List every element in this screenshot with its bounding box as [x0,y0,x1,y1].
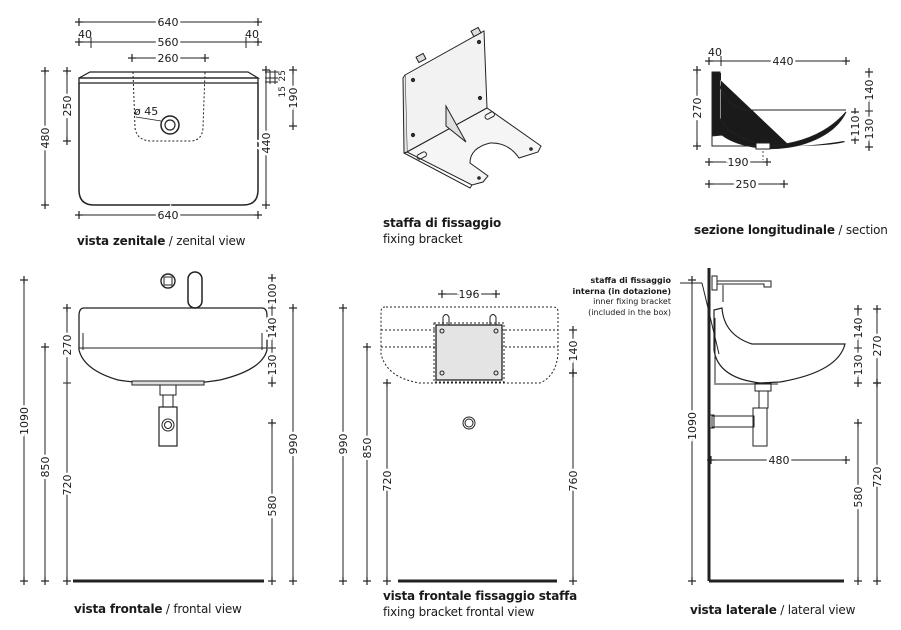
note-line: (included in the box) [588,307,671,317]
dim-label: 440 [773,55,794,68]
dim-label: 100 [266,284,279,305]
bracket-plate [435,324,503,381]
dim-label: 640 [158,16,179,29]
dim-label: 850 [361,438,374,459]
caption-en: zenital view [176,234,246,248]
dim-label: 850 [39,457,52,478]
caption-separator: / [165,234,177,248]
dim-label: 40 [78,28,92,41]
caption-en: section [845,223,888,237]
dim-label: 480 [39,128,52,149]
dim-label: 140 [266,318,279,339]
dim-label: 720 [381,471,394,492]
dim-label: 196 [459,288,480,301]
bracket-frontal-drawing [339,290,577,585]
dim-label: 1090 [18,407,31,435]
caption-en: fixing bracket [383,232,463,246]
dim-label: 560 [158,36,179,49]
dim-label: 190 [287,88,300,109]
fixing-bracket-drawing [402,26,542,189]
dim-label: 640 [158,209,179,222]
dim-label: 1090 [686,412,699,440]
dim-label: 990 [337,434,350,455]
caption-separator: / [162,602,174,616]
caption-it: staffa di fissaggio [383,216,502,230]
caption-it: vista zenitale [77,234,166,248]
dim-label: 270 [691,98,704,119]
dim-label: 270 [61,335,74,356]
caption-it: vista frontale [74,602,163,616]
caption-bracket: staffa di fissaggio fixing bracket [383,215,501,247]
caption-separator: / [834,223,846,237]
caption-it: vista laterale [690,603,777,617]
dim-label: 130 [852,355,865,376]
note-line: staffa di fissaggio [590,276,671,285]
mixer-knob [160,273,176,289]
dim-label: 40 [708,46,722,59]
dim-label: 40 [245,28,259,41]
caption-lateral: vista laterale / lateral view [690,602,855,618]
dim-label: 130 [863,119,876,140]
dim-label: 140 [852,318,865,339]
caption-en: frontal view [173,602,242,616]
note-line: interna (in dotazione) [572,286,671,296]
dim-label: 990 [287,434,300,455]
caption-it: sezione longitudinale [694,223,835,237]
lateral-drawing [680,268,881,585]
dim-label: 25 [278,70,288,81]
dim-label: 440 [260,133,273,154]
caption-separator: / [776,603,788,617]
dim-label: 130 [266,355,279,376]
dim-label: 720 [61,475,74,496]
dim-label: 250 [61,96,74,117]
note-line: inner fixing bracket [593,297,671,306]
caption-frontal: vista frontale / frontal view [74,601,242,617]
dim-label: 260 [158,52,179,65]
dim-label: 15 [278,86,288,97]
dim-label: 190 [728,156,749,169]
drain-hole [160,115,180,135]
caption-zenital: vista zenitale / zenital view [77,233,245,249]
basin-outline [78,77,259,84]
basin-outline-top [78,71,261,79]
dim-label: 580 [852,487,865,508]
dim-label: 250 [736,178,757,191]
dim-label: 720 [871,467,884,488]
frontal-drawing [20,271,297,585]
caption-en: lateral view [787,603,856,617]
dim-label: 140 [567,341,580,362]
dim-label: ø 45 [134,105,158,118]
caption-en: fixing bracket frontal view [383,605,535,619]
zenital-view [41,18,297,219]
bracket-note: staffa di fissaggio interna (in dotazion… [572,276,671,318]
section-drawing [693,56,873,188]
dim-label: 110 [849,116,862,137]
dim-label: 580 [266,496,279,517]
dim-label: 760 [567,471,580,492]
caption-section: sezione longitudinale / section [694,222,888,238]
dim-label: 270 [871,336,884,357]
dim-label: 480 [769,454,790,467]
caption-it: vista frontale fissaggio staffa [383,589,578,603]
bowl-dashed [132,71,206,142]
caption-bracket-frontal: vista frontale fissaggio staffa fixing b… [383,588,577,620]
dim-label: 140 [863,80,876,101]
